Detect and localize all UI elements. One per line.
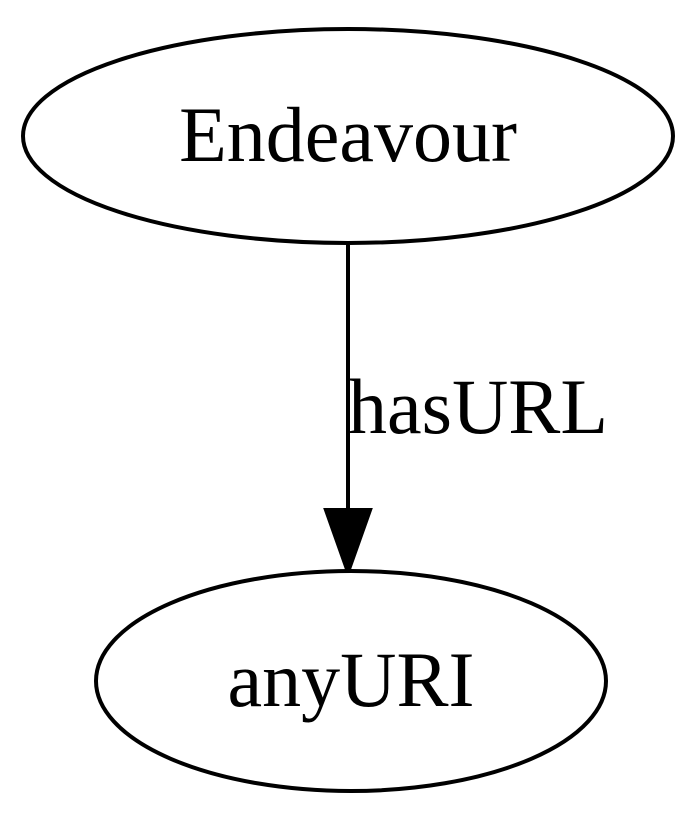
node-anyuri: anyURI [94, 569, 608, 793]
edge-hasurl-arrowhead [323, 508, 373, 578]
node-endeavour: Endeavour [21, 27, 675, 245]
edge-hasurl-label: hasURL [348, 363, 608, 450]
node-anyuri-label: anyURI [228, 636, 475, 723]
node-endeavour-shape [21, 27, 675, 245]
node-anyuri-shape [94, 569, 608, 793]
node-endeavour-label: Endeavour [179, 91, 517, 178]
edge-hasurl: hasURL [323, 245, 608, 578]
